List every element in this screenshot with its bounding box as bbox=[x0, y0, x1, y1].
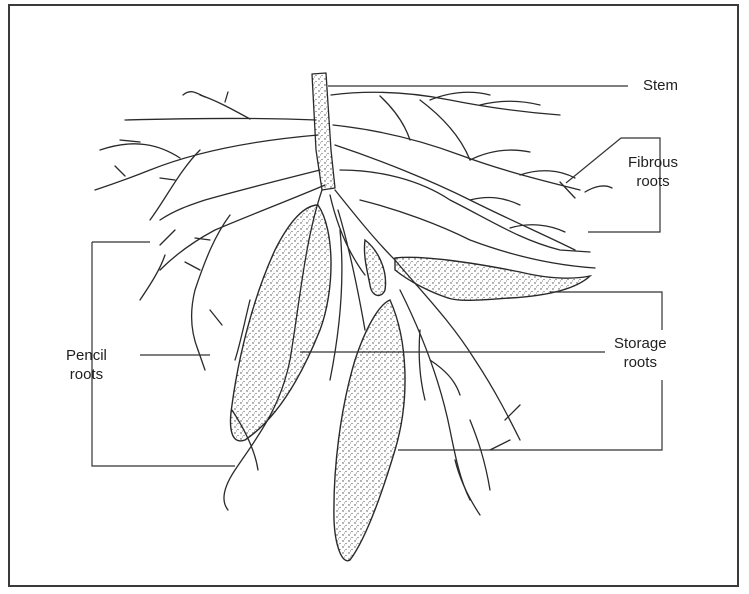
stem bbox=[312, 73, 335, 190]
label-stem: Stem bbox=[643, 76, 678, 95]
fibrous-root bbox=[585, 186, 612, 192]
fibrous-root bbox=[420, 100, 470, 160]
pencil-root bbox=[470, 420, 490, 490]
fibrous-root bbox=[470, 150, 530, 160]
pencil-root bbox=[430, 360, 460, 395]
storage-root-center bbox=[334, 300, 405, 561]
fibrous-root bbox=[480, 101, 540, 105]
fibrous-root bbox=[100, 144, 180, 158]
fibrous-root bbox=[192, 215, 230, 350]
fibrous-root bbox=[125, 119, 316, 121]
label-pencil-roots: Pencil roots bbox=[66, 346, 107, 384]
fibrous-root bbox=[115, 166, 125, 176]
label-fibrous-roots: Fibrous roots bbox=[628, 153, 678, 191]
fibrous-root bbox=[225, 92, 228, 102]
fibrous-root bbox=[120, 140, 140, 142]
fibrous-root bbox=[160, 178, 175, 180]
pencil-root bbox=[210, 310, 222, 325]
fibrous-root bbox=[560, 182, 575, 198]
pencil-root bbox=[198, 350, 205, 370]
pencil-root bbox=[505, 405, 520, 420]
pencil-root bbox=[330, 230, 342, 380]
pencil-root bbox=[490, 440, 510, 450]
fibrous-root bbox=[430, 92, 490, 100]
fibrous-root bbox=[185, 262, 200, 270]
leader-storage-bottom bbox=[398, 380, 662, 450]
fibrous-root bbox=[140, 255, 165, 300]
fibrous-root bbox=[160, 230, 175, 245]
fibrous-root bbox=[95, 135, 318, 190]
fibrous-root bbox=[510, 225, 565, 232]
fibrous-root bbox=[160, 170, 320, 220]
storage-root-small bbox=[364, 240, 385, 295]
fibrous-root bbox=[200, 95, 250, 119]
label-storage-roots: Storage roots bbox=[614, 334, 667, 372]
leader-storage-top bbox=[550, 292, 662, 330]
pencil-root bbox=[330, 195, 365, 275]
leader-pencil-side bbox=[92, 242, 235, 466]
storage-root-left bbox=[231, 205, 331, 441]
